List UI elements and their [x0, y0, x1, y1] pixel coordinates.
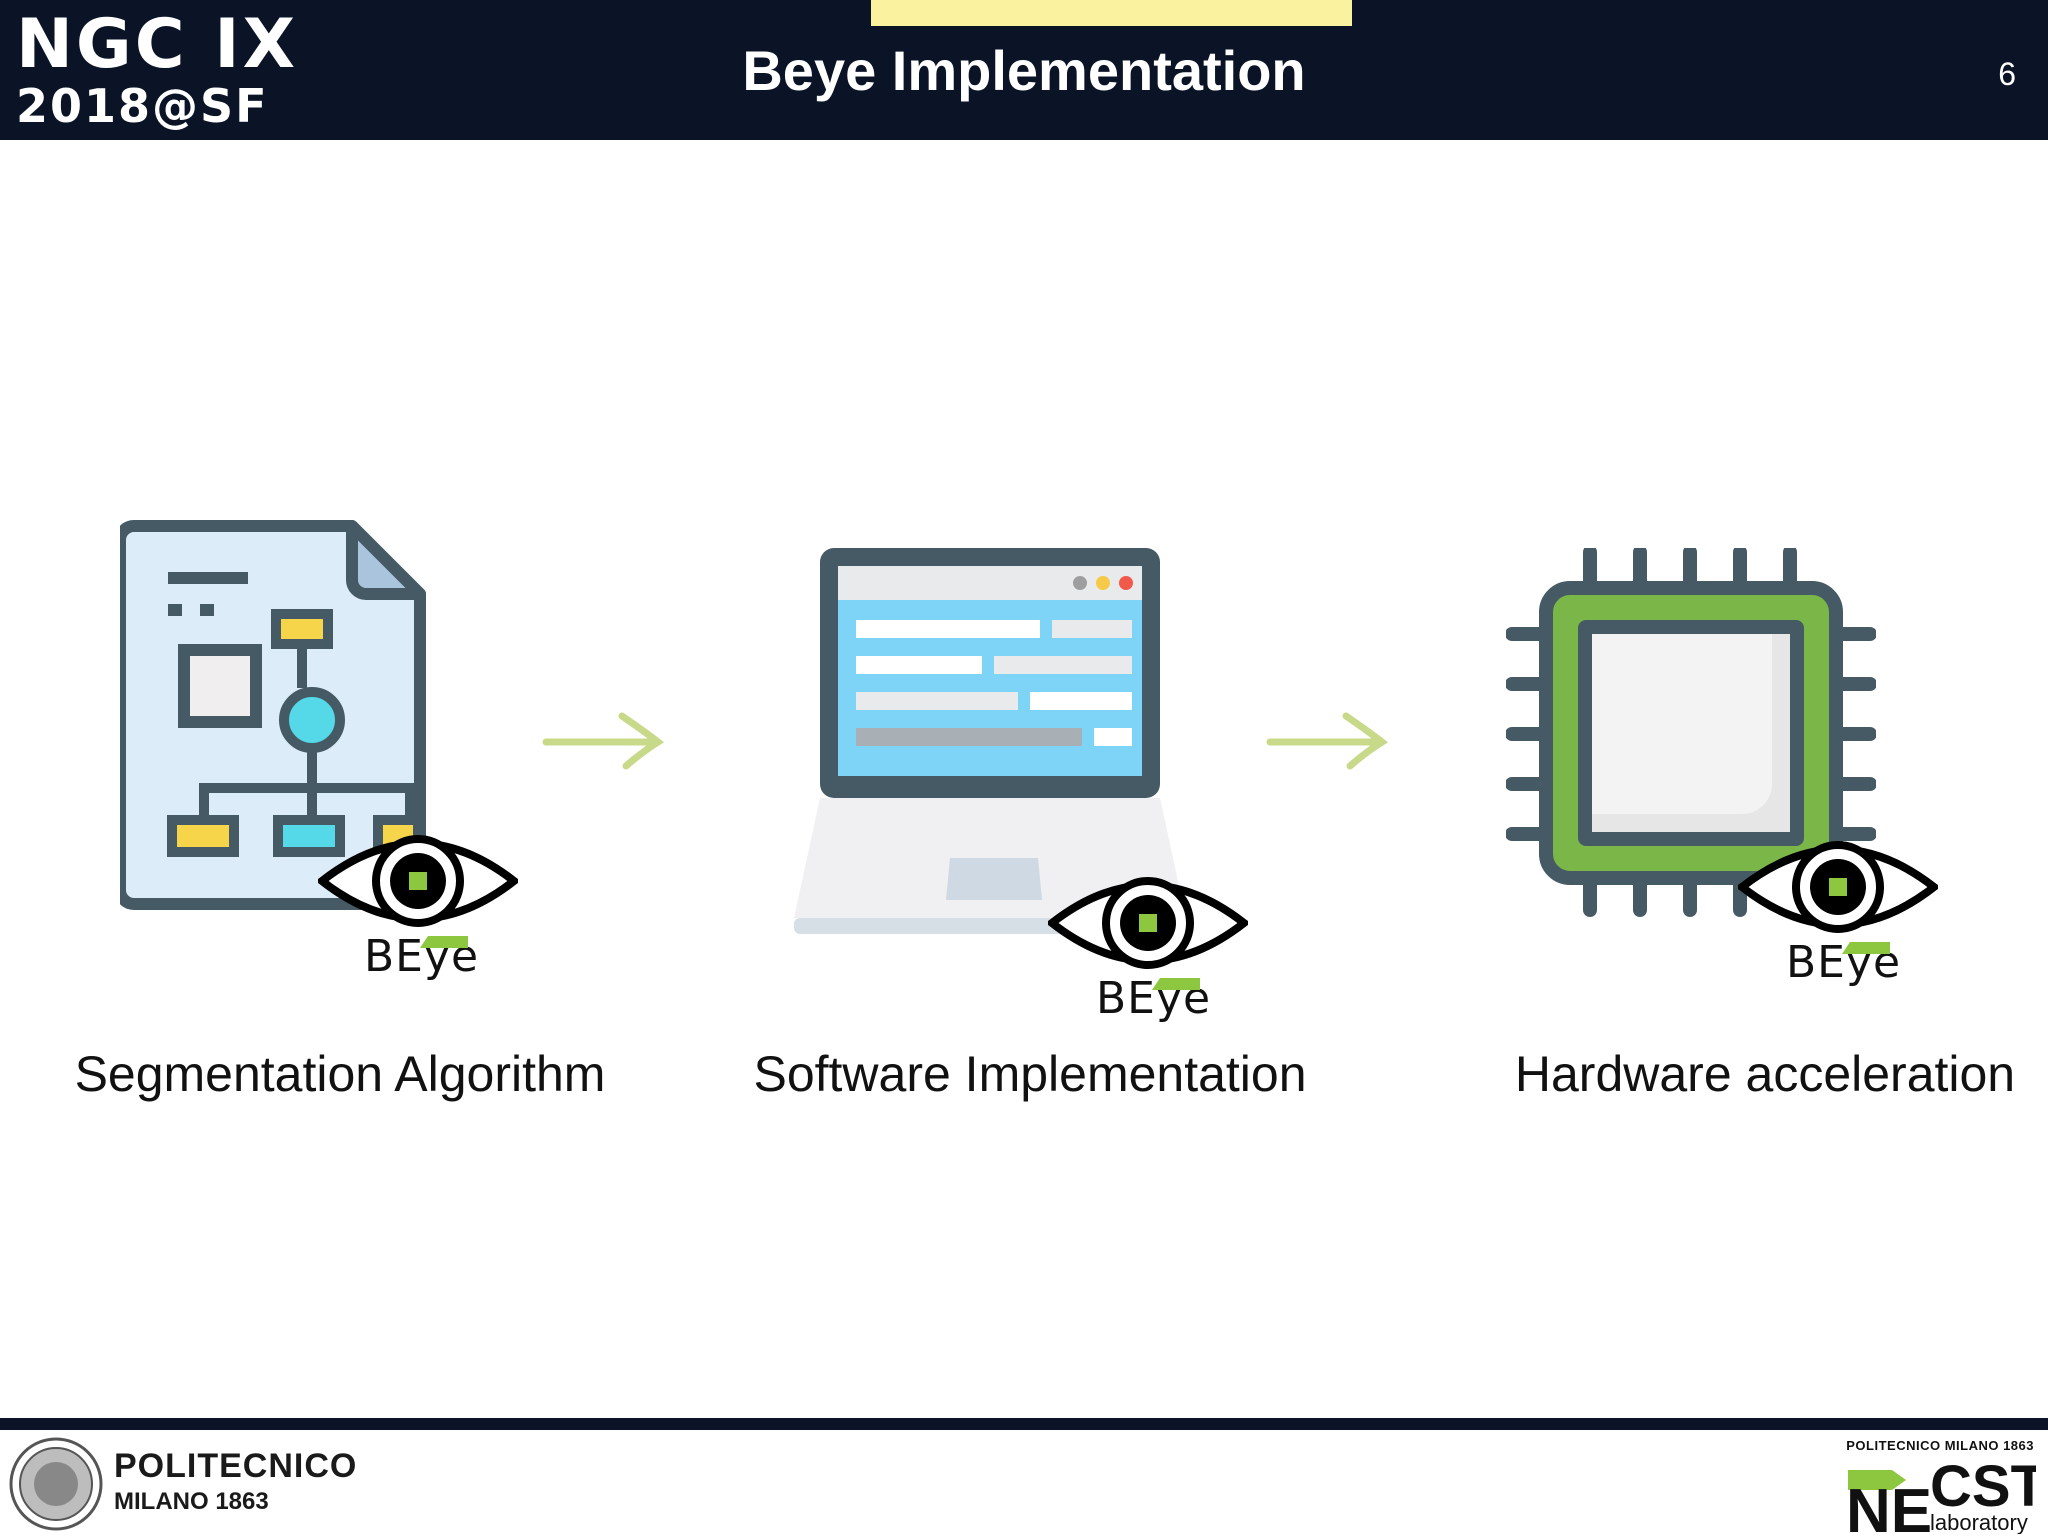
university-sub: MILANO 1863 [114, 1488, 269, 1515]
footer-bar [0, 1418, 2048, 1430]
laptop-icon [794, 548, 1186, 934]
lab-name-right: CST [1930, 1456, 2036, 1519]
necst-logo: NE CST laboratory [1846, 1456, 2036, 1534]
conference-brand: NGC IX 2018@SF [16, 5, 299, 133]
eye-icon [1048, 877, 1248, 969]
microchip-icon [1506, 548, 1876, 917]
badge-accent-icon [1152, 978, 1200, 990]
university-seal-icon [9, 1437, 103, 1531]
lab-name-left: NE [1846, 1477, 1932, 1534]
brand-line-1: NGC IX [16, 5, 299, 84]
badge-accent-icon [1842, 942, 1890, 954]
slide-number: 6 [1998, 56, 2016, 92]
header-accent-tab [871, 0, 1352, 26]
arrow-right-icon [1266, 712, 1389, 770]
flowchart-document-icon [120, 520, 426, 910]
eye-icon [1738, 841, 1938, 933]
lab-word: laboratory [1930, 1510, 2028, 1534]
step-label-software: Software Implementation [753, 1046, 1307, 1102]
university-name: POLITECNICO [114, 1447, 358, 1485]
step-label-hardware: Hardware acceleration [1514, 1046, 2016, 1102]
arrow-right-icon [542, 712, 665, 770]
slide-title: Beye Implementation [742, 39, 1306, 102]
eye-icon [318, 835, 518, 927]
lab-affiliation: POLITECNICO MILANO 1863 [1846, 1438, 2034, 1453]
step-label-segmentation: Segmentation Algorithm [74, 1046, 606, 1102]
brand-line-2: 2018@SF [16, 79, 269, 133]
badge-accent-icon [420, 936, 468, 948]
slide-header: NGC IX 2018@SF Beye Implementation 6 [0, 0, 2048, 140]
